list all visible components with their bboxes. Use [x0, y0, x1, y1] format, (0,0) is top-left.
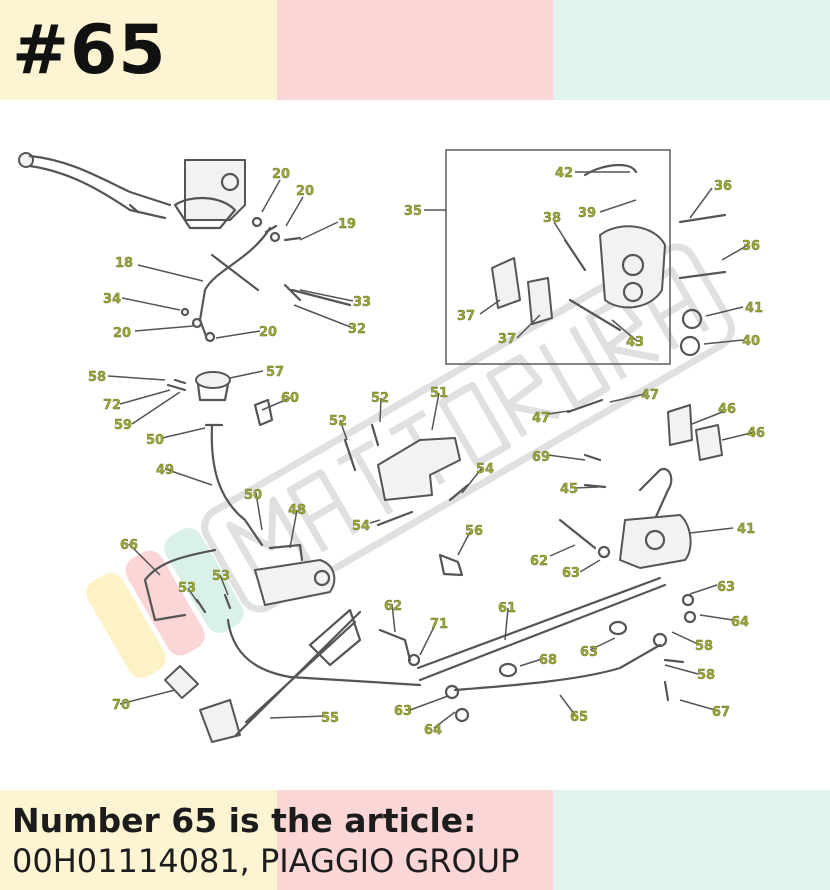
callout-label: 62: [530, 554, 548, 569]
callout-label: 41: [737, 522, 755, 537]
header-color-band: [0, 0, 830, 100]
callout-label: 71: [430, 617, 448, 632]
callout-label: 64: [731, 615, 749, 630]
brake-switch-wire: [143, 548, 217, 622]
callout-label: 54: [352, 519, 370, 534]
band-pink: [276, 790, 554, 890]
callout-label: 72: [103, 398, 121, 413]
rear-master-cylinder: [254, 543, 336, 606]
callout-label: 58: [88, 370, 106, 385]
callout-label: 39: [578, 206, 596, 221]
callout-label: 49: [156, 463, 174, 478]
article-code: 00H01114081, PIAGGIO GROUP: [12, 842, 520, 880]
callout-label: 64: [424, 723, 442, 738]
brake-hose: [198, 226, 272, 322]
callout-label: 46: [718, 402, 736, 417]
caliper-group-box: [445, 149, 671, 365]
misc-hardware: [195, 398, 723, 723]
callout-label: 67: [712, 705, 730, 720]
band-yellow: [0, 0, 277, 100]
callout-label: 46: [747, 426, 765, 441]
callout-label: 47: [532, 411, 550, 426]
callout-label: 63: [580, 645, 598, 660]
brake-caliper: [491, 163, 727, 357]
brake-pedal: [199, 608, 422, 743]
master-cylinder: [173, 159, 246, 230]
page-title: #65: [12, 11, 167, 90]
callout-label: 37: [498, 332, 516, 347]
callout-label: 68: [539, 653, 557, 668]
reservoir-hose: [210, 423, 264, 547]
front-brake-lever: [18, 152, 172, 220]
callout-label: 18: [115, 256, 133, 271]
callout-label: 37: [457, 309, 475, 324]
callout-label: 35: [404, 204, 422, 219]
callout-label: 65: [570, 710, 588, 725]
callout-labels: 20 20 19 18 34 20 20 33 32 35 42 39 38 3…: [88, 166, 765, 738]
leader-lines: [107, 171, 756, 729]
brake-rod: [416, 576, 667, 682]
callout-label: 69: [532, 450, 550, 465]
callout-label: 20: [259, 325, 277, 340]
mounting-bracket: [377, 437, 461, 501]
callout-label: 59: [114, 418, 132, 433]
callout-label: 42: [555, 166, 573, 181]
band-mint: [553, 790, 830, 890]
callout-label: 70: [112, 698, 130, 713]
article-heading: Number 65 is the article:: [12, 801, 477, 840]
callout-label: 63: [717, 580, 735, 595]
callout-label: 63: [562, 566, 580, 581]
callout-label: 54: [476, 462, 494, 477]
band-mint: [553, 0, 830, 100]
callout-label: 41: [745, 301, 763, 316]
callout-label: 58: [695, 639, 713, 654]
callout-label: 20: [296, 184, 314, 199]
callout-label: 38: [543, 211, 561, 226]
callout-label: 50: [244, 488, 262, 503]
callout-label: 53: [178, 581, 196, 596]
rear-brake-caliper: [619, 467, 692, 569]
callout-label: 36: [742, 239, 760, 254]
callout-label: 20: [113, 326, 131, 341]
band-pink: [276, 0, 554, 100]
callout-label: 52: [329, 414, 347, 429]
callout-label: 56: [465, 524, 483, 539]
callout-label: 60: [281, 391, 299, 406]
callout-label: 47: [641, 388, 659, 403]
footer-color-band: [0, 790, 830, 890]
callout-label: 19: [338, 217, 356, 232]
callout-label: 36: [714, 179, 732, 194]
callout-label: 48: [288, 503, 306, 518]
callout-label: 40: [742, 334, 760, 349]
callout-label: 52: [371, 391, 389, 406]
callout-label: 57: [266, 365, 284, 380]
pedal-rubber: [164, 665, 199, 699]
callout-label: 61: [498, 601, 516, 616]
callout-label: 55: [321, 711, 339, 726]
callout-label: 34: [103, 292, 121, 307]
callout-label: 66: [120, 538, 138, 553]
callout-label: 51: [430, 386, 448, 401]
callout-label: 62: [384, 599, 402, 614]
callout-label: 45: [560, 482, 578, 497]
callout-label: 32: [348, 322, 366, 337]
rear-reservoir: [166, 371, 231, 402]
banjo-fittings: [180, 216, 352, 343]
callout-label: 53: [212, 569, 230, 584]
callout-label: 20: [272, 167, 290, 182]
callout-label: 33: [353, 295, 371, 310]
callout-label: 63: [394, 704, 412, 719]
band-yellow: [0, 790, 277, 890]
exploded-parts-diagram: 20 20 19 18 34 20 20 33 32 35 42 39 38 3…: [18, 149, 765, 743]
brake-cable: [453, 643, 662, 692]
callout-label: 50: [146, 433, 164, 448]
callout-label: 43: [626, 335, 644, 350]
callout-label: 58: [697, 668, 715, 683]
